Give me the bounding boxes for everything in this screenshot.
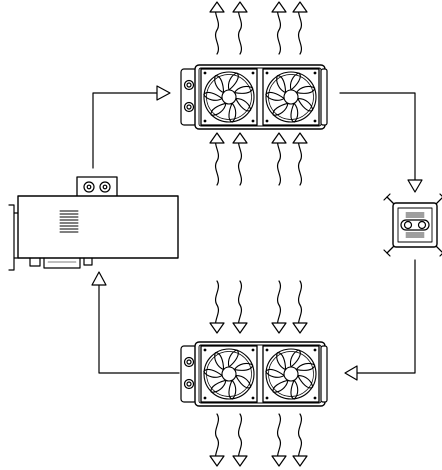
- airflow-out-bottom: [209, 413, 308, 467]
- tube-radiator-bottom-to-gpu: [98, 284, 180, 374]
- arrow-into-radiator-top: [156, 85, 171, 101]
- radiator-top: [181, 65, 327, 129]
- cpu-block: [383, 193, 442, 257]
- arrow-into-cpu: [407, 179, 423, 193]
- gpu-card: [8, 176, 179, 271]
- arrow-into-gpu: [91, 271, 107, 286]
- radiator-bottom: [181, 342, 327, 406]
- tube-radiator-top-to-cpu: [339, 92, 416, 181]
- airflow-in-top: [209, 132, 308, 186]
- tube-cpu-to-radiator-bottom: [356, 259, 416, 374]
- airflow-out-top: [209, 1, 308, 55]
- arrow-into-radiator-bottom: [344, 365, 358, 381]
- tube-gpu-to-radiator-top: [92, 92, 158, 169]
- airflow-in-bottom: [209, 280, 308, 334]
- loop-tubing: [91, 85, 423, 381]
